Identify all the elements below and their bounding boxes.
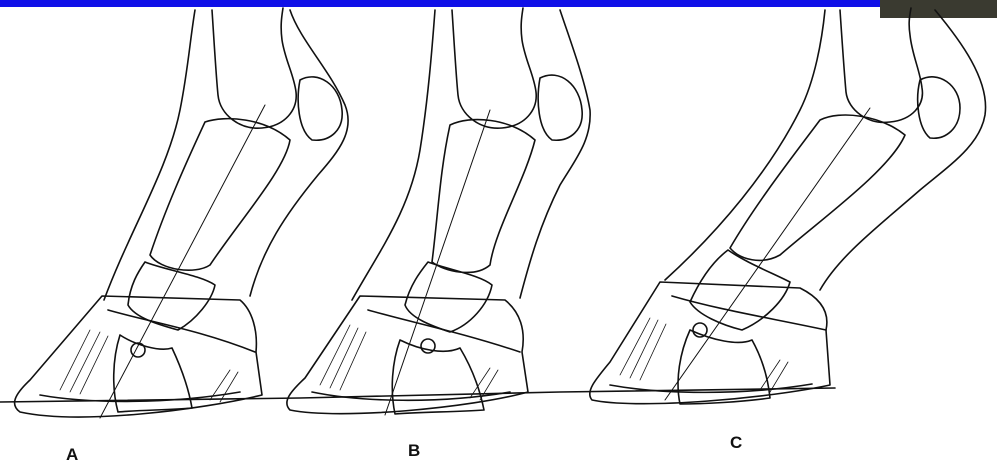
panel-label-c: C bbox=[730, 433, 742, 453]
leg-c-long-pastern bbox=[730, 115, 905, 260]
leg-c-hoof bbox=[590, 282, 830, 404]
leg-b bbox=[287, 8, 590, 415]
leg-b-coronary-band bbox=[368, 310, 520, 352]
leg-c-back-outline bbox=[820, 10, 986, 290]
leg-b-front-outline bbox=[352, 10, 435, 300]
leg-b-long-pastern bbox=[432, 120, 535, 273]
leg-c bbox=[590, 8, 986, 404]
leg-c-axis-line bbox=[665, 108, 870, 400]
leg-b-sesamoid bbox=[538, 75, 582, 140]
leg-a-coronary-band bbox=[108, 310, 255, 352]
leg-a-back-outline bbox=[250, 10, 348, 296]
leg-c-short-pastern bbox=[690, 250, 790, 330]
panel-label-a: A bbox=[66, 445, 78, 465]
leg-a-short-pastern bbox=[128, 262, 215, 330]
leg-c-sesamoid bbox=[918, 77, 960, 138]
leg-b-cannon-bone bbox=[452, 8, 536, 128]
leg-c-cannon-bone bbox=[840, 8, 922, 122]
leg-b-joint-circle bbox=[421, 339, 435, 353]
leg-a bbox=[15, 8, 349, 418]
leg-b-axis-line bbox=[385, 110, 490, 415]
leg-a-cannon-bone bbox=[212, 8, 296, 128]
leg-a-front-outline bbox=[104, 10, 195, 300]
panel-label-b: B bbox=[408, 441, 420, 461]
